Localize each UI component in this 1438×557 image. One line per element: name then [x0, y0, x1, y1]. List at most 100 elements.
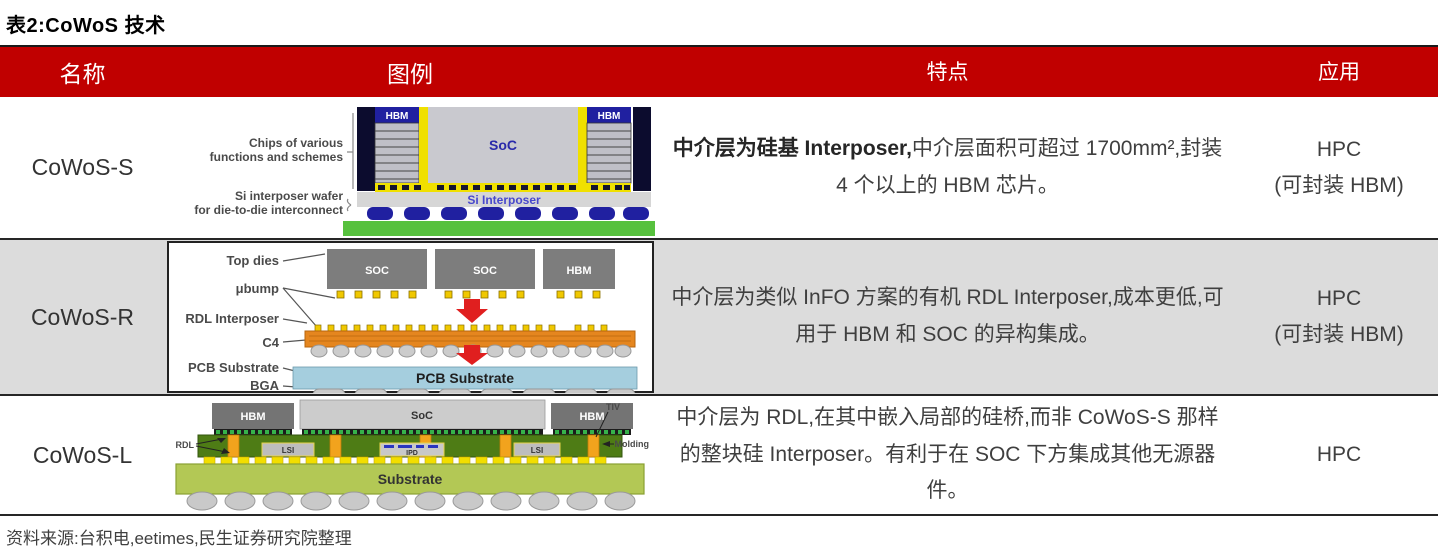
ubump-label: μbump [235, 281, 278, 296]
header-feature: 特点 [926, 60, 969, 84]
lsi-left-block [261, 442, 315, 456]
cowos-s-diagram: Chips of various functions and schemes S… [194, 106, 655, 236]
yellow-strip-right [578, 106, 587, 183]
c4-label: C4 [262, 335, 279, 350]
cowos-s-legend-cell: Chips of various functions and schemes S… [165, 99, 655, 237]
application-cowos-s: HPC (可封装 HBM) [1240, 132, 1438, 203]
hbm-left-stack [374, 122, 420, 183]
rdl-bar [304, 330, 635, 348]
wafer-label-line1: Si interposer wafer [235, 189, 343, 203]
cowos-r-diagram: Top dies μbump RDL Interposer C4 PCB Sub… [166, 241, 654, 393]
application-cowos-r-line2: (可封装 HBM) [1274, 323, 1404, 346]
table-row-cowos-r: CoWoS-R Top dies μbump RDL Interposer C4… [0, 238, 1438, 396]
feature-cowos-l: 中介层为 RDL,在其中嵌入局部的硅桥,而非 CoWoS-S 那样的整块硅 In… [676, 405, 1219, 503]
chips-label-line2: functions and schemes [210, 150, 344, 164]
cowos-l-legend-cell: HBM SoC HBM [165, 399, 655, 512]
microbumps [378, 184, 630, 190]
yellow-bump-row [203, 456, 607, 464]
soc-die [428, 106, 578, 183]
tiv-leader [595, 411, 609, 437]
down-arrow-1 [455, 299, 488, 323]
si-interposer-bar [357, 191, 651, 207]
hbm-left-label: HBM [386, 111, 409, 122]
table-row-cowos-s: CoWoS-S Chips of various functions and s… [0, 97, 1438, 238]
substrate-label: Substrate [378, 471, 443, 487]
row-name-cowos-s: CoWoS-S [31, 154, 134, 180]
yellow-strip-left [419, 106, 428, 183]
rdl-bar-lines [308, 335, 631, 342]
hbm-left-header [375, 106, 419, 123]
hbm-right-slats [587, 130, 631, 179]
soc2-label: SOC [473, 265, 497, 277]
source-note: 资料来源:台积电,eetimes,民生证券研究院整理 [0, 514, 1438, 557]
ubump-row [314, 324, 607, 332]
hbm-right-header [587, 106, 631, 123]
hbm-left-die [212, 402, 294, 429]
molding-label: Molding [615, 439, 650, 449]
rdl-interposer-label: RDL Interposer [185, 311, 279, 326]
top-dies-label: Top dies [226, 253, 278, 268]
tiv-label: TIV [606, 402, 620, 412]
substrate-bar [175, 462, 645, 495]
molding-arrow [602, 440, 614, 447]
bga-balls [186, 491, 636, 510]
package-left-edge [357, 106, 375, 191]
wafer-brace [346, 198, 352, 211]
table-header-row: 名称 图例 特点 应用 [0, 47, 1438, 97]
lsi-left-label: LSI [282, 446, 294, 455]
ipd-label: IPD [406, 450, 418, 457]
bga-label: BGA [250, 378, 280, 393]
rdl-label: RDL [176, 440, 195, 450]
cowos-table: 名称 图例 特点 应用 CoWoS-S Chips of various fun… [0, 45, 1438, 514]
row-name-cowos-r: CoWoS-R [30, 303, 135, 330]
soc-label: SoC [489, 137, 517, 153]
hbm-right-label: HBM [579, 411, 604, 423]
green-bump-strips [214, 428, 631, 435]
hbm-right-label: HBM [598, 111, 621, 122]
table-title: 表2:CoWoS 技术 [6, 15, 166, 37]
top-dies: SOC SOC HBM [326, 249, 615, 289]
soc-label: SoC [411, 410, 433, 422]
lsi-right-label: LSI [531, 446, 543, 455]
cowos-r-legend-cell: Top dies μbump RDL Interposer C4 PCB Sub… [165, 241, 655, 393]
si-interposer-label: Si Interposer [467, 193, 541, 207]
hbm-right-die [551, 402, 633, 429]
substrate-bar [343, 220, 655, 236]
hbm-label: HBM [566, 265, 591, 277]
hbm-left-label: HBM [240, 411, 265, 423]
header-name: 名称 [59, 61, 106, 87]
down-arrow-2 [455, 345, 488, 365]
bga-balls [312, 388, 635, 393]
application-cowos-r-line1: HPC [1316, 287, 1362, 311]
application-cowos-l: HPC [1240, 437, 1438, 473]
soc1-label: SOC [365, 265, 389, 277]
c4-bump-row [310, 344, 631, 358]
hbm-right-stack [586, 122, 632, 183]
header-legend: 图例 [387, 61, 433, 87]
pcb-bar-label: PCB Substrate [415, 370, 513, 386]
chips-bracket [347, 112, 354, 189]
hbm-left-slats [375, 130, 419, 179]
application-cowos-r: HPC (可封装 HBM) [1240, 281, 1438, 352]
lsi-right-block [513, 442, 561, 456]
wafer-label-line2: for die-to-die interconnect [194, 203, 343, 217]
pcb-substrate-label: PCB Substrate [187, 360, 278, 375]
application-cowos-l-line1: HPC [1316, 443, 1362, 467]
feature-cowos-s-rest: 中介层面积可超过 1700mm²,封装 4 个以上的 HBM 芯片。 [836, 136, 1223, 197]
leader-lines [282, 253, 335, 389]
package-right-edge [633, 106, 651, 191]
feature-cowos-s-bold: 中介层为硅基 Interposer, [672, 136, 912, 160]
cowos-l-diagram: HBM SoC HBM [175, 399, 650, 510]
row-name-cowos-l: CoWoS-L [32, 441, 133, 468]
header-application: 应用 [1318, 60, 1360, 84]
rdl-arrows [195, 437, 230, 454]
application-cowos-s-line1: HPC [1316, 137, 1362, 161]
c4-bumps [367, 206, 649, 220]
die-bumps [336, 290, 600, 299]
table-row-cowos-l: CoWoS-L HBM SoC HBM [0, 396, 1438, 514]
chips-label-line1: Chips of various [249, 136, 343, 150]
application-cowos-s-line2: (可封装 HBM) [1274, 173, 1404, 197]
ipd-marks [384, 444, 438, 448]
feature-cowos-r: 中介层为类似 InFO 方案的有机 RDL Interposer,成本更低,可用… [671, 286, 1224, 346]
